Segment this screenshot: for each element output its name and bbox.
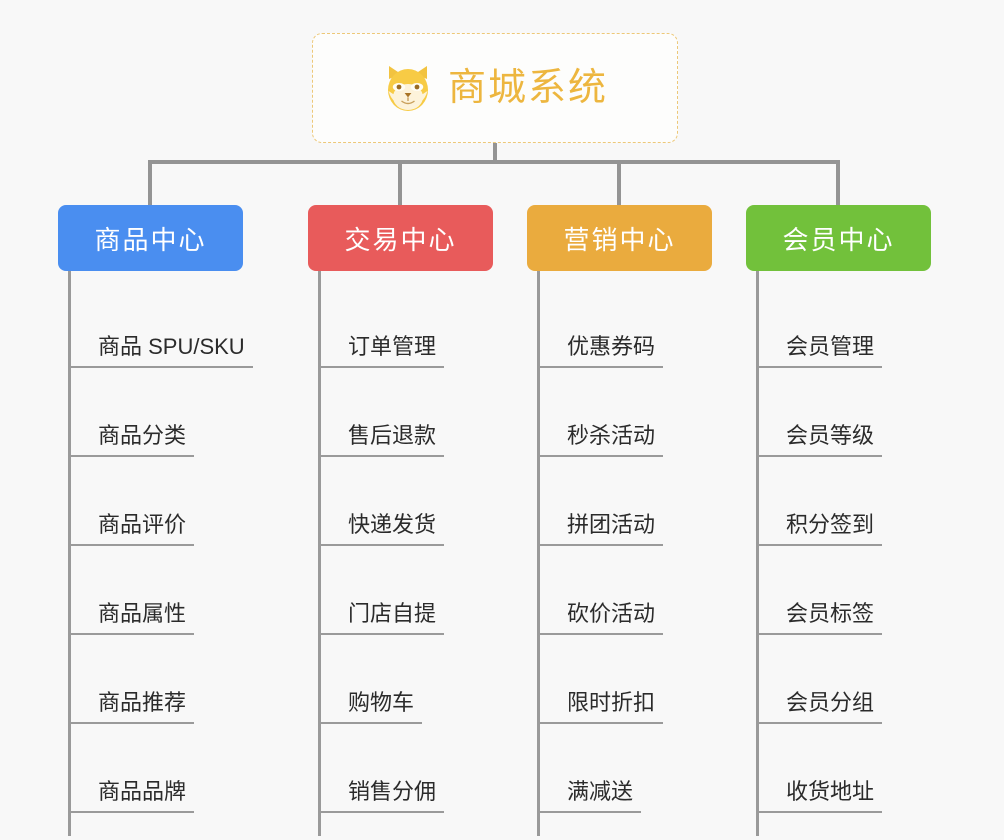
- leaf-item[interactable]: 商品属性: [58, 546, 243, 635]
- leaf-item[interactable]: 商品品牌: [58, 724, 243, 813]
- category-column-marketing: 营销中心 优惠券码 秒杀活动 拼团活动 砍价活动 限时折扣 满减送: [527, 205, 712, 836]
- connector-drop-4: [836, 160, 840, 205]
- leaf-label: 限时折扣: [567, 689, 656, 715]
- leaf-label: 满减送: [567, 778, 634, 804]
- leaf-item[interactable]: 销售分佣: [308, 724, 493, 813]
- leaf-list-marketing: 优惠券码 秒杀活动 拼团活动 砍价活动 限时折扣 满减送: [527, 271, 712, 836]
- leaf-item[interactable]: 购物车: [308, 635, 493, 724]
- category-title: 商品中心: [94, 224, 207, 255]
- leaf-item[interactable]: 优惠券码: [527, 279, 712, 368]
- leaf-label: 售后退款: [348, 422, 437, 448]
- leaf-item[interactable]: 门店自提: [308, 546, 493, 635]
- leaf-item[interactable]: 商品推荐: [58, 635, 243, 724]
- leaf-label: 会员等级: [786, 422, 875, 448]
- leaf-item[interactable]: 售后退款: [308, 368, 493, 457]
- leaf-list-trade: 订单管理 售后退款 快递发货 门店自提 购物车 销售分佣: [308, 271, 493, 836]
- category-title: 交易中心: [344, 224, 457, 255]
- category-column-member: 会员中心 会员管理 会员等级 积分签到 会员标签 会员分组 收货地址: [746, 205, 931, 836]
- leaf-label: 快递发货: [348, 511, 437, 537]
- leaf-item[interactable]: 收货地址: [746, 724, 931, 813]
- trunk-line: [537, 271, 540, 836]
- trunk-line: [756, 271, 759, 836]
- leaf-item[interactable]: 订单管理: [308, 279, 493, 368]
- leaf-label: 销售分佣: [348, 778, 437, 804]
- leaf-label: 购物车: [348, 689, 415, 715]
- leaf-item[interactable]: 快递发货: [308, 457, 493, 546]
- category-header-marketing[interactable]: 营销中心: [527, 205, 712, 271]
- leaf-list-member: 会员管理 会员等级 积分签到 会员标签 会员分组 收货地址: [746, 271, 931, 836]
- category-header-product[interactable]: 商品中心: [58, 205, 243, 271]
- leaf-label: 积分签到: [786, 511, 875, 537]
- connector-drop-3: [617, 160, 621, 205]
- leaf-label: 门店自提: [348, 600, 437, 626]
- trunk-line: [318, 271, 321, 836]
- leaf-label: 收货地址: [786, 778, 875, 804]
- leaf-item[interactable]: 限时折扣: [527, 635, 712, 724]
- leaf-item[interactable]: 秒杀活动: [527, 368, 712, 457]
- leaf-label: 会员分组: [786, 689, 875, 715]
- leaf-item[interactable]: 砍价活动: [527, 546, 712, 635]
- connector-horizontal-bus: [150, 160, 840, 164]
- leaf-item[interactable]: 拼团活动: [527, 457, 712, 546]
- leaf-label: 商品品牌: [98, 778, 187, 804]
- leaf-item[interactable]: 积分签到: [746, 457, 931, 546]
- connector-drop-2: [398, 160, 402, 205]
- leaf-label: 优惠券码: [567, 333, 656, 359]
- category-title: 营销中心: [563, 224, 676, 255]
- leaf-label: 商品属性: [98, 600, 187, 626]
- root-title: 商城系统: [447, 67, 608, 109]
- root-node[interactable]: 商城系统: [312, 33, 678, 143]
- category-title: 会员中心: [782, 224, 895, 255]
- connector-root-stem: [493, 143, 497, 162]
- trunk-line: [68, 271, 71, 836]
- leaf-item[interactable]: 商品分类: [58, 368, 243, 457]
- shiba-dog-icon: [382, 63, 434, 113]
- leaf-label: 商品 SPU/SKU: [98, 333, 245, 359]
- leaf-item[interactable]: 会员标签: [746, 546, 931, 635]
- leaf-label: 会员管理: [786, 333, 875, 359]
- leaf-item[interactable]: 会员管理: [746, 279, 931, 368]
- leaf-label: 订单管理: [348, 333, 437, 359]
- leaf-label: 商品推荐: [98, 689, 187, 715]
- connector-drop-1: [148, 160, 152, 205]
- category-column-trade: 交易中心 订单管理 售后退款 快递发货 门店自提 购物车 销售分佣: [308, 205, 493, 836]
- leaf-label: 砍价活动: [567, 600, 656, 626]
- leaf-item[interactable]: 会员分组: [746, 635, 931, 724]
- category-header-member[interactable]: 会员中心: [746, 205, 931, 271]
- leaf-item[interactable]: 满减送: [527, 724, 712, 813]
- leaf-list-product: 商品 SPU/SKU 商品分类 商品评价 商品属性 商品推荐 商品品牌: [58, 271, 253, 836]
- leaf-label: 秒杀活动: [567, 422, 656, 448]
- leaf-label: 拼团活动: [567, 511, 656, 537]
- leaf-label: 会员标签: [786, 600, 875, 626]
- leaf-label: 商品分类: [98, 422, 187, 448]
- leaf-item[interactable]: 会员等级: [746, 368, 931, 457]
- leaf-item[interactable]: 商品 SPU/SKU: [58, 279, 253, 368]
- category-header-trade[interactable]: 交易中心: [308, 205, 493, 271]
- leaf-label: 商品评价: [98, 511, 187, 537]
- category-column-product: 商品中心 商品 SPU/SKU 商品分类 商品评价 商品属性 商品推荐 商品品牌: [58, 205, 253, 836]
- leaf-item[interactable]: 商品评价: [58, 457, 243, 546]
